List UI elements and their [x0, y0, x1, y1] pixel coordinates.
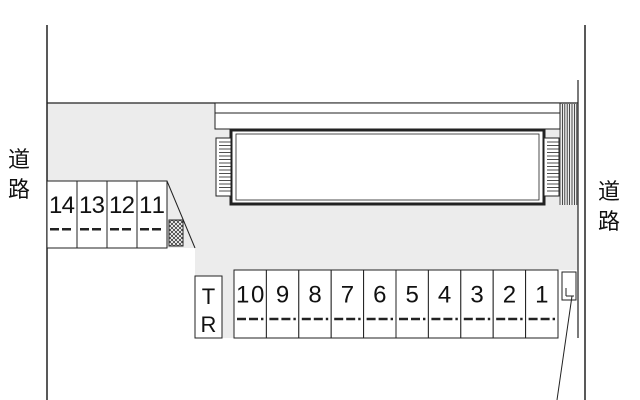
road-label-right-char-1: 道	[597, 180, 620, 205]
upper-parking-space-number: 12	[109, 192, 135, 219]
lower-parking-space-6	[363, 269, 397, 339]
stairs-right	[543, 137, 560, 197]
bicycle-parking-hatched-box	[168, 219, 184, 247]
hatched-wall-strip	[559, 104, 578, 205]
trash-area-letter-top: T	[202, 284, 215, 309]
upper-parking-space-number: 11	[139, 192, 165, 219]
lower-parking-space-10	[233, 269, 267, 339]
road-label-right: 道 路	[594, 178, 624, 238]
lower-parking-space-7	[330, 269, 365, 339]
lower-parking-space-number: 1	[535, 282, 548, 309]
apartment-building-inner-line	[235, 133, 540, 201]
upper-parking-space-13	[76, 180, 108, 249]
lower-parking-space-number: 3	[470, 282, 483, 309]
lower-parking-space-8	[298, 269, 332, 339]
trash-area-letter-bottom: R	[201, 312, 217, 337]
road-label-left-char-1: 道	[7, 148, 30, 173]
entrance-marker	[561, 271, 577, 301]
stairs-left	[215, 137, 232, 197]
building-corridor	[214, 102, 561, 130]
road-label-left: 道 路	[4, 146, 34, 206]
lower-parking-space-9	[265, 269, 300, 339]
lower-parking-space-number: 2	[503, 282, 516, 309]
apartment-building	[229, 128, 546, 206]
lower-parking-space-number: 7	[341, 282, 354, 309]
upper-parking-space-12	[106, 180, 138, 249]
upper-parking-space-number: 13	[79, 192, 105, 219]
leader-line	[556, 295, 573, 400]
upper-parking-space-number: 14	[49, 192, 75, 219]
upper-parking-space-11	[136, 180, 168, 249]
lower-parking-space-number: 10	[236, 282, 264, 309]
lower-parking-space-number: 6	[373, 282, 386, 309]
lower-parking-space-1	[525, 269, 559, 339]
lower-parking-space-number: 4	[438, 282, 451, 309]
upper-parking-space-14	[46, 180, 78, 249]
lower-parking-space-number: 8	[308, 282, 321, 309]
lower-parking-space-5	[395, 269, 429, 339]
lower-parking-space-3	[460, 269, 494, 339]
lower-parking-space-number: 5	[406, 282, 419, 309]
road-label-right-char-2: 路	[597, 210, 620, 235]
trash-area: T R	[194, 275, 223, 339]
road-label-left-char-2: 路	[7, 178, 30, 203]
lower-parking-space-number: 9	[276, 282, 289, 309]
